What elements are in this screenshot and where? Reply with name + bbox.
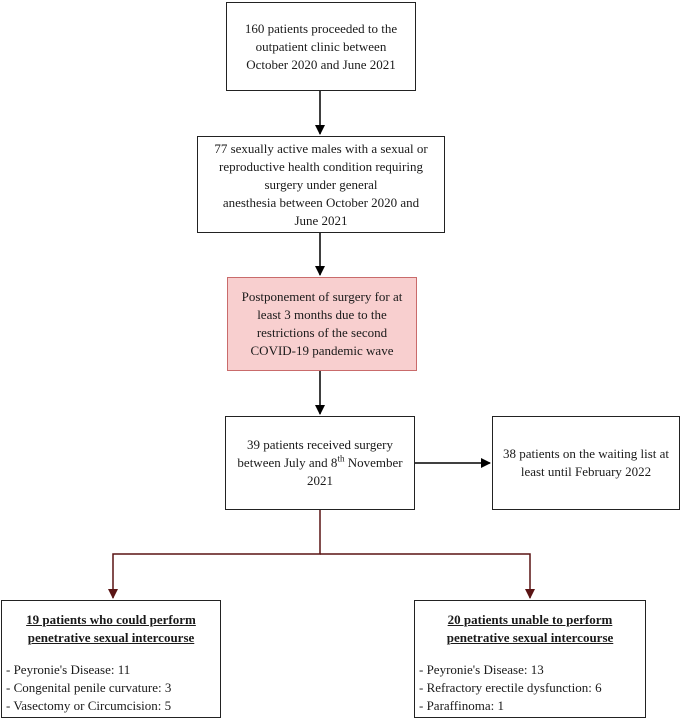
list-item: - Peyronie's Disease: 11 xyxy=(6,662,131,677)
box-received-line-2: between July and 8th November xyxy=(237,454,402,472)
box-unable-title: 20 patients unable to perform penetrativ… xyxy=(419,611,641,647)
box-eligible-line-1: 77 sexually active males with a sexual o… xyxy=(214,140,428,156)
list-item: - Peyronie's Disease: 13 xyxy=(419,662,544,677)
box-waiting-line-1: 38 patients on the waiting list at xyxy=(502,446,670,461)
box-received-surgery: 39 patients received surgery between Jul… xyxy=(225,416,415,510)
box-could-title-line-1: 19 patients who could perform xyxy=(26,612,196,627)
branch-connector xyxy=(108,510,321,599)
list-item: - Congenital penile curvature: 3 xyxy=(6,680,172,695)
box-waiting-line-2: least until February 2022 xyxy=(520,464,652,479)
box-outpatient-line-1: 160 patients proceeded to the xyxy=(244,20,398,36)
box-eligible-line-4: anesthesia between October 2020 and xyxy=(222,194,420,210)
box-could-perform: 19 patients who could perform penetrativ… xyxy=(1,600,221,718)
list-item: - Refractory erectile dysfunction: 6 xyxy=(419,680,602,695)
box-unable-title-line-2: penetrative sexual intercourse xyxy=(446,630,614,645)
box-eligible-line-2: reproductive health condition requiring xyxy=(219,158,423,174)
box-unable-title-line-1: 20 patients unable to perform xyxy=(447,612,613,627)
box-postponement-line-4: COVID-19 pandemic wave xyxy=(250,343,394,358)
branch-connector-right xyxy=(320,553,535,599)
box-received-line-2-sup: th xyxy=(337,453,345,464)
list-item: - Paraffinoma: 1 xyxy=(419,698,504,713)
box-eligible-line-5: June 2021 xyxy=(294,212,348,228)
box-postponement-line-2: least 3 months due to the xyxy=(257,307,387,322)
box-outpatient-line-3: October 2020 and June 2021 xyxy=(246,56,396,72)
box-received-line-2-pre: between July and 8 xyxy=(237,455,338,470)
box-eligible-males: 77 sexually active males with a sexual o… xyxy=(197,136,445,233)
box-waiting-list: 38 patients on the waiting list at least… xyxy=(492,416,680,510)
box-received-line-2-post: November xyxy=(344,455,403,470)
box-could-title: 19 patients who could perform penetrativ… xyxy=(6,611,216,647)
box-outpatient-line-2: outpatient clinic between xyxy=(255,38,387,54)
box-postponement: Postponement of surgery for at least 3 m… xyxy=(227,277,417,371)
box-received-line-1: 39 patients received surgery xyxy=(247,437,393,452)
box-could-title-line-2: penetrative sexual intercourse xyxy=(27,630,195,645)
box-received-line-3: 2021 xyxy=(307,473,333,488)
box-outpatient-clinic: 160 patients proceeded to the outpatient… xyxy=(226,2,416,91)
list-item: - Vasectomy or Circumcision: 5 xyxy=(6,698,172,713)
box-eligible-line-3: surgery under general xyxy=(264,176,378,192)
box-postponement-line-1: Postponement of surgery for at xyxy=(241,289,403,304)
box-postponement-line-3: restrictions of the second xyxy=(256,325,388,340)
box-unable-perform: 20 patients unable to perform penetrativ… xyxy=(414,600,646,718)
